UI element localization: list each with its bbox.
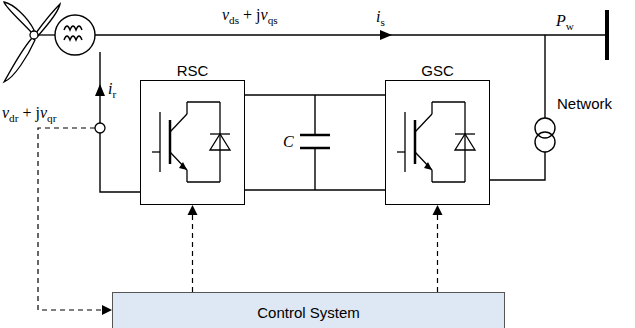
control-box: Control System [112,292,505,328]
network-bus [605,10,609,60]
connector [245,95,385,96]
stator-line [95,34,607,35]
connector [433,205,443,292]
stator-voltage: vds + jvqs [222,6,278,27]
network-label: Network [557,96,612,113]
current-arrow [380,30,392,40]
power-label: Pw [556,12,574,33]
rotor-voltage: vdr + jvqr [2,104,56,125]
capacitor [300,95,330,190]
box-label: Control System [257,304,360,321]
generator [55,15,95,55]
wind-turbine [4,2,60,82]
stator-current: is [376,8,385,29]
measurement-line [38,128,104,310]
converter-name: GSC [386,62,489,79]
grid-line [490,152,545,180]
converter-box: RSC [140,80,245,205]
measurement-arrow [102,305,112,315]
rotor-current: ir [108,80,116,101]
grid-line-top [544,35,545,118]
capacitor-label: C [283,133,294,151]
connector [188,205,198,292]
rotor-current-arrow [95,84,105,96]
converter-name: RSC [141,62,244,79]
rotor-line [100,52,140,192]
current-sensor [95,123,105,133]
converter-box: GSC [385,80,490,205]
transformer [535,118,555,152]
